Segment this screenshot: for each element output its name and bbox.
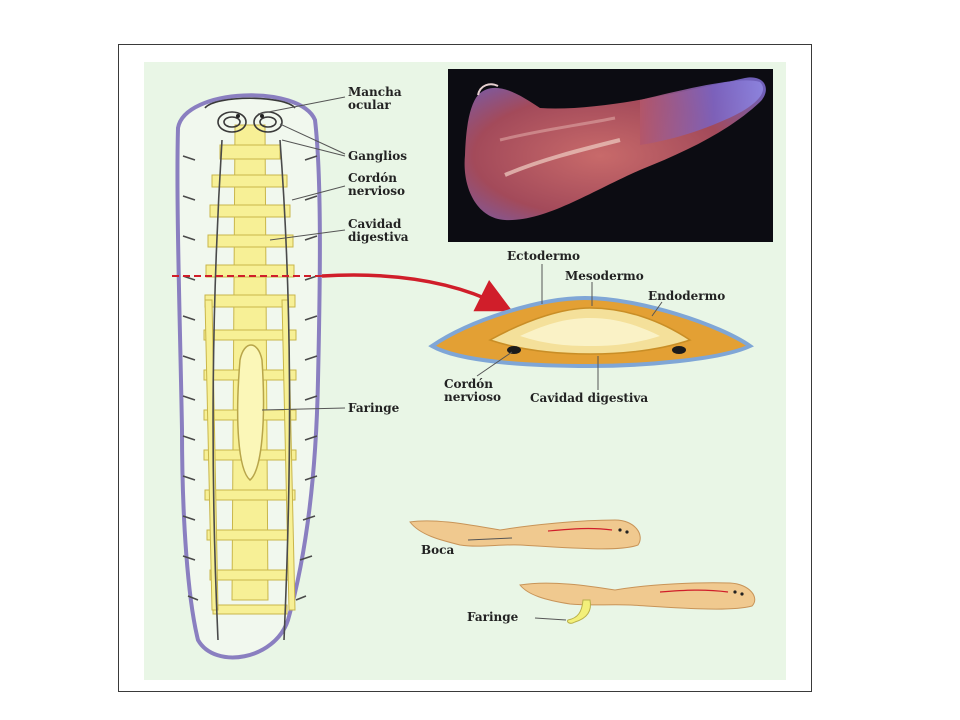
label-mesodermo: Mesodermo: [565, 269, 644, 283]
label-ectodermo: Ectodermo: [507, 249, 581, 263]
label-endodermo: Endodermo: [648, 289, 726, 303]
pharynx: [236, 344, 265, 481]
eye-spot-icon: [236, 114, 264, 118]
cross-section: [428, 295, 754, 369]
label-faringe-small: Faringe: [467, 610, 519, 624]
label-mancha-ocular: Mancha ocular: [348, 85, 402, 112]
label-faringe: Faringe: [348, 401, 400, 415]
everted-pharynx: [567, 599, 591, 624]
label-boca: Boca: [421, 543, 455, 557]
section-arrow: [172, 273, 513, 312]
small-planarian-1: [409, 519, 641, 550]
nerve-cord-right: [672, 346, 686, 354]
nerve-cord-left: [507, 346, 521, 354]
nerve-cords: [182, 139, 318, 641]
label-cavidad-digestiva: Cavidad digestiva: [348, 217, 409, 244]
small-planarian-2: [519, 582, 756, 624]
label-cordon-nervioso: Cordón nervioso: [348, 171, 405, 198]
label-leaders: [257, 96, 346, 411]
cross-leaders: [476, 264, 663, 390]
planarian-photo: [448, 69, 773, 242]
label-cordon-nervioso-cross: Cordón nervioso: [444, 377, 501, 404]
label-ganglios: Ganglios: [348, 149, 408, 163]
label-cavidad-digestiva-cross: Cavidad digestiva: [530, 391, 649, 405]
